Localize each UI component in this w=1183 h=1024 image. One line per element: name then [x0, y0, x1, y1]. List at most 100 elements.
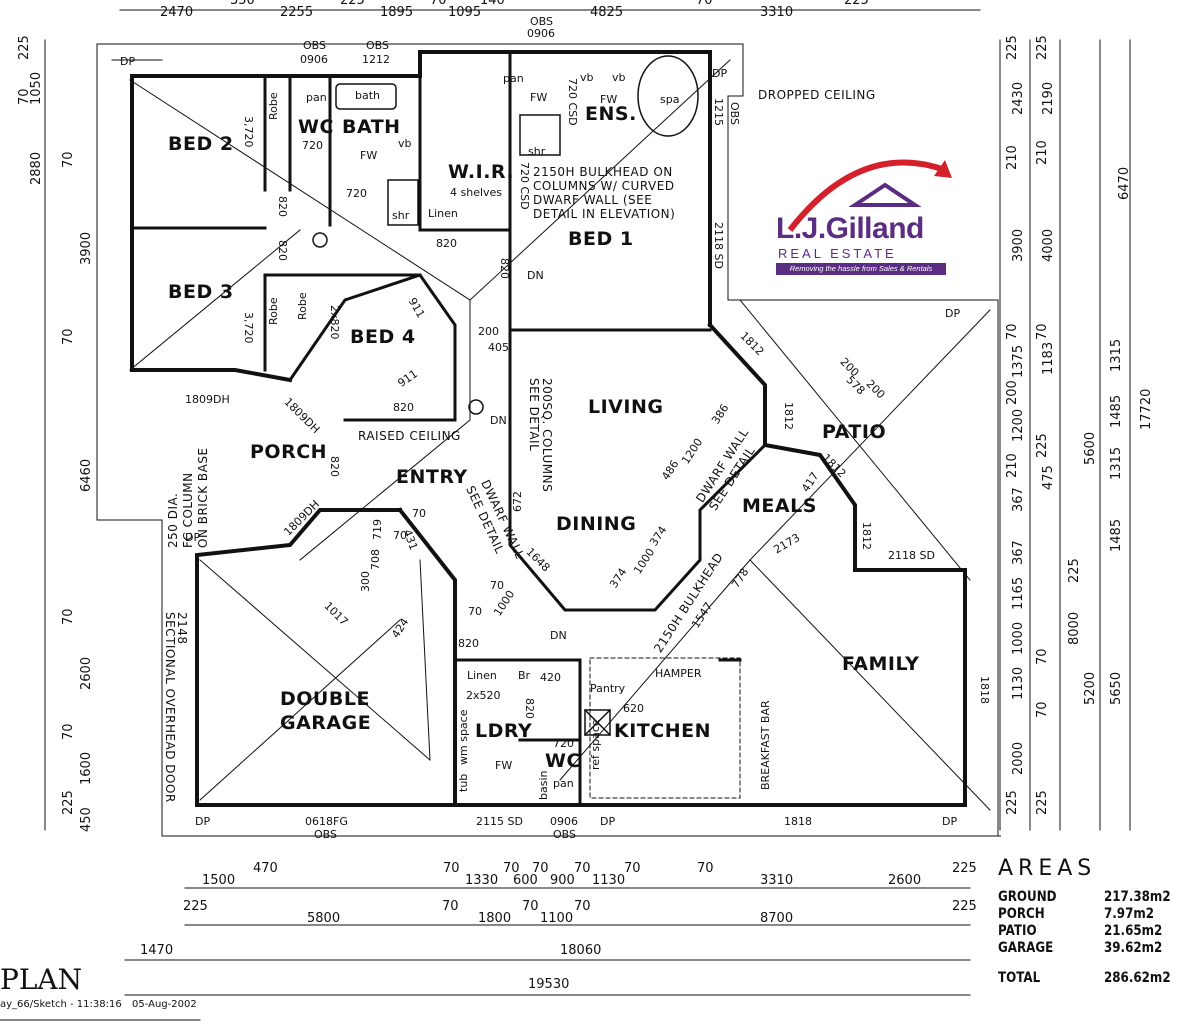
bottom-dim-2-4: 1800 — [478, 911, 512, 926]
left-dim-1: 225 — [17, 35, 32, 60]
note-bulkhead-3: DWARF WALL (SEE — [533, 193, 653, 207]
dim-820-garage: 820 — [458, 637, 479, 650]
stair-dn-dining: DN — [550, 629, 567, 642]
note-raised-ceiling: RAISED CEILING — [358, 429, 461, 443]
bottom-dim-1-2: 470 — [253, 861, 278, 876]
door-2x520: 2x520 — [466, 689, 501, 702]
room-label-living: LIVING — [588, 396, 664, 418]
dp-bottom-mid: DP — [600, 815, 616, 828]
logo-graphic — [787, 159, 952, 232]
window-1812-d: 1812 — [860, 522, 873, 550]
room-label-garage-1: DOUBLE — [280, 688, 370, 710]
bottom-dim-1-4: 1330 — [465, 873, 499, 888]
fixture-linen-ldry: Linen — [467, 669, 497, 682]
room-label-wir: W.I.R. — [448, 161, 515, 183]
right-dim-a-2: 2430 — [1011, 81, 1026, 115]
fixture-shr-ens: shr — [528, 145, 546, 158]
window-obs-a: OBS — [303, 39, 326, 52]
right-dim-b-7: 225 — [1035, 433, 1050, 458]
door-720-csd-a: 720 CSD — [566, 78, 579, 126]
fixture-robe-bed2: Robe — [267, 92, 280, 120]
footer-date: 05-Aug-2002 — [132, 999, 197, 1010]
bottom-dim-3-2: 18060 — [560, 943, 602, 958]
fixture-vb-ens-1: vb — [580, 71, 594, 84]
dim-820-entry: 820 — [328, 456, 341, 477]
bottom-dim-1-8: 900 — [550, 873, 575, 888]
bottom-dim-1-11: 70 — [624, 861, 641, 876]
room-label-laundry: LDRY — [475, 720, 533, 742]
dp-top-right: DP — [712, 67, 728, 80]
window-obs-e: OBS — [314, 828, 337, 841]
top-dim-4: 225 — [340, 0, 365, 8]
bottom-dim-1-7: 70 — [532, 861, 549, 876]
note-fc-column-1: 250 DIA. — [166, 492, 180, 548]
left-dim-7: 70 — [61, 328, 76, 345]
fixture-tub: tub — [457, 773, 470, 792]
bath-shower — [387, 179, 419, 226]
dim-720-bath: 720 — [346, 187, 367, 200]
top-dim-2: 350 — [230, 0, 255, 8]
stair-dn-bed1: DN — [527, 269, 544, 282]
right-dim-a-14: 1130 — [1011, 666, 1026, 700]
window-0906-c: 0906 — [550, 815, 578, 828]
ensuite-shower — [519, 114, 561, 156]
bottom-dim-1-1: 1500 — [202, 873, 236, 888]
right-dim-a-16: 225 — [1005, 790, 1020, 815]
fixture-fw-bath: FW — [360, 149, 378, 162]
note-bulkhead-4: DETAIL IN ELEVATION) — [533, 207, 676, 221]
right-dim-a-4: 3900 — [1011, 228, 1026, 262]
kitchen-sink-box — [584, 709, 611, 736]
top-dim-5: 1895 — [380, 5, 414, 20]
note-columns-1: 200SQ. COLUMNS — [540, 378, 554, 493]
window-0906-b: 0906 — [527, 27, 555, 40]
right-dim-c-6: 225 — [1067, 558, 1082, 583]
fixture-fw-ldry: FW — [495, 759, 513, 772]
bottom-dim-2-8: 8700 — [760, 911, 794, 926]
right-dim-c-10: 5650 — [1109, 671, 1124, 705]
door-2118-sd-b: 2118 SD — [712, 222, 725, 269]
areas-value-porch: 7.97m2 — [1104, 906, 1155, 922]
right-dim-a-3: 210 — [1005, 145, 1020, 170]
right-dim-a-13: 1000 — [1011, 621, 1026, 655]
areas-value-ground: 217.38m2 — [1104, 889, 1171, 905]
fixture-vb-bath: vb — [398, 137, 412, 150]
room-label-patio: PATIO — [822, 421, 887, 443]
right-dim-b-3: 210 — [1035, 140, 1050, 165]
right-dim-a-12: 1165 — [1011, 576, 1026, 610]
right-dim-b-4: 4000 — [1041, 228, 1056, 262]
room-label-bed1: BED 1 — [568, 228, 634, 250]
dim-70-d: 70 — [468, 605, 482, 618]
real-estate-logo: L.J.Gilland REAL ESTATE Removing the has… — [768, 144, 954, 278]
dp-patio: DP — [945, 307, 961, 320]
right-dim-c-8: 8000 — [1067, 611, 1082, 645]
roof-hip-lines — [129, 59, 991, 811]
top-dim-11: 3310 — [760, 5, 794, 20]
fixture-robe-bed4: Robe — [296, 292, 309, 320]
note-fc-column-3: ON BRICK BASE — [196, 447, 210, 548]
right-dim-a-7: 200 — [1005, 380, 1020, 405]
dim-2x820-bed4: 2x820 — [328, 305, 341, 340]
right-dim-c-5: 1485 — [1109, 518, 1124, 552]
areas-value-garage: 39.62m2 — [1104, 940, 1163, 956]
right-dim-a-15: 2000 — [1011, 741, 1026, 775]
logo-tagline: Removing the hassle from Sales & Rentals — [776, 263, 946, 275]
room-label-ensuite: ENS. — [585, 103, 637, 125]
note-overhead-door-1: 2148 — [175, 612, 189, 645]
right-dim-a-5: 70 — [1005, 323, 1020, 340]
left-dim-9: 70 — [61, 608, 76, 625]
top-dim-8: 140 — [480, 0, 505, 8]
window-1215: 1215 — [712, 98, 725, 126]
room-label-meals: MEALS — [742, 495, 817, 517]
dim-620-pantry: 620 — [623, 702, 644, 715]
bottom-dim-1-15: 225 — [952, 861, 977, 876]
logo-subtitle: REAL ESTATE — [778, 246, 897, 261]
dim-820-bed1: 820 — [498, 258, 511, 279]
right-dim-c-4: 1315 — [1109, 446, 1124, 480]
right-dim-c-2: 1315 — [1109, 338, 1124, 372]
right-dim-b-8: 475 — [1041, 465, 1056, 490]
areas-label-porch: PORCH — [998, 906, 1045, 922]
fixture-basin: basin — [537, 770, 550, 800]
left-dim-11: 70 — [61, 723, 76, 740]
dim-720-wc2: 720 — [553, 737, 574, 750]
